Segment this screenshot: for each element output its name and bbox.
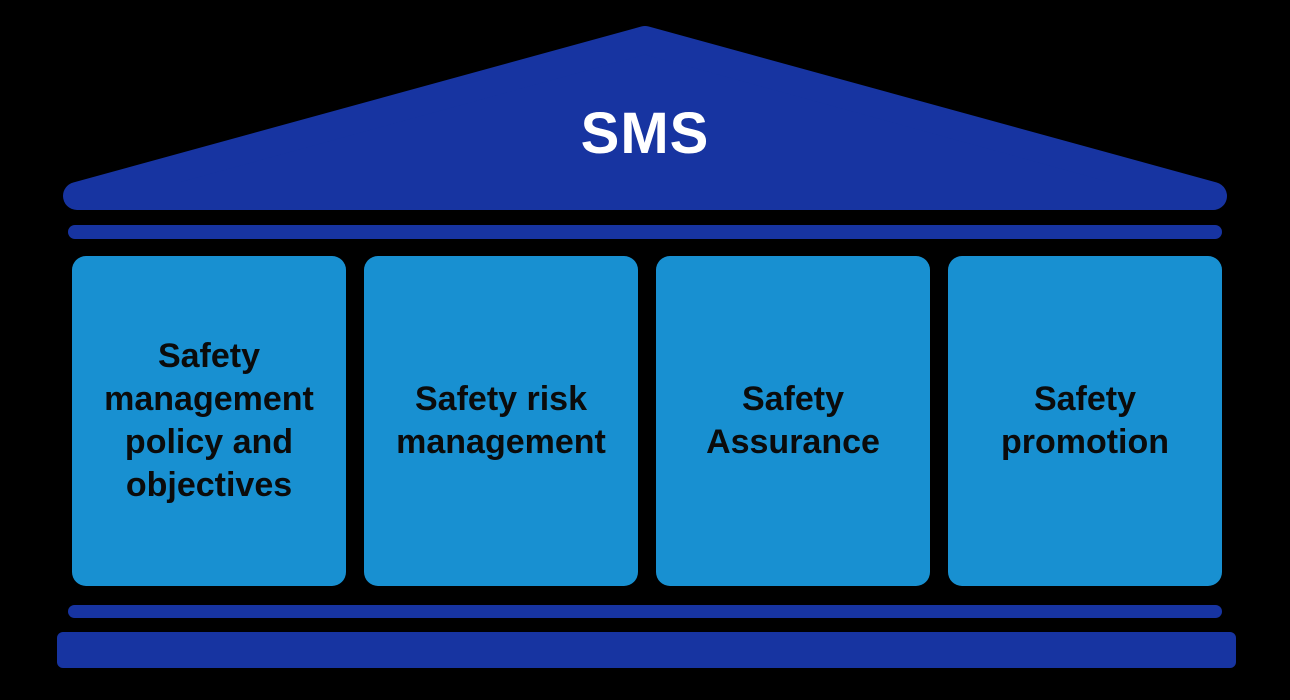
pillar-label: Safety Assurance (706, 380, 880, 461)
foundation-bar (57, 632, 1236, 668)
roof-shape (63, 26, 1227, 210)
pillar-safety-risk-management: Safety risk management (364, 256, 638, 586)
pillar-safety-promotion: Safety promotion (948, 256, 1222, 586)
pillars-row: Safety management policy and objectives … (72, 256, 1222, 586)
pillar-label: Safety risk management (396, 380, 606, 461)
roof-polygon (63, 26, 1227, 210)
pillar-base-bar (68, 605, 1222, 618)
pillar-safety-assurance: Safety Assurance (656, 256, 930, 586)
diagram-title: SMS (580, 101, 710, 166)
pillar-safety-management-policy: Safety management policy and objectives (72, 256, 346, 586)
pillar-label: Safety management policy and objectives (104, 337, 314, 504)
pillar-label: Safety promotion (1000, 380, 1170, 461)
roof-base-bar (68, 225, 1222, 239)
